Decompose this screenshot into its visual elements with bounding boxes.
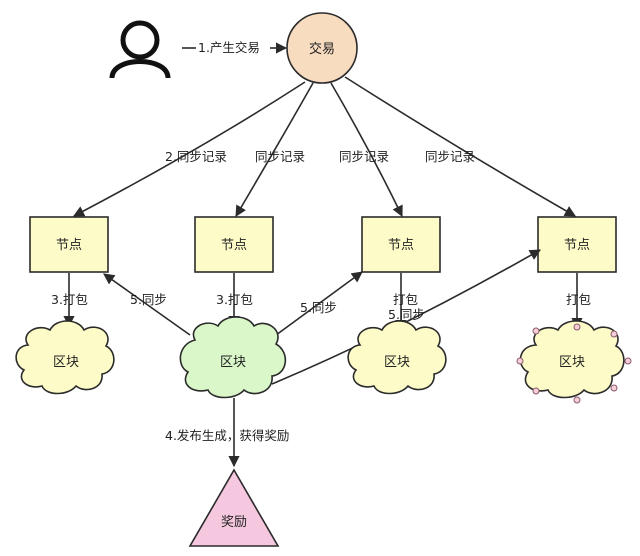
- node-box-3: 节点: [361, 216, 441, 273]
- edge-sync-record-1: 2.同步记录: [73, 81, 306, 217]
- node-2-label: 节点: [221, 238, 247, 253]
- edge-sync-record-2: 同步记录: [235, 82, 314, 217]
- edge-sync-record-4: 同步记录: [344, 76, 576, 217]
- node-box-2: 节点: [194, 216, 274, 273]
- selection-handle: [610, 384, 618, 392]
- selection-handles: [516, 323, 632, 404]
- edge-label-sync-record-2: 同步记录: [255, 149, 305, 164]
- selection-handle: [573, 396, 581, 404]
- edge-publish-reward: 4.发布生成，获得奖励: [165, 398, 289, 468]
- edge-label-sync-record-1: 2.同步记录: [165, 149, 227, 164]
- edge-label-pack-2: 3.打包: [216, 292, 253, 307]
- node-3-label: 节点: [388, 238, 414, 253]
- edge-produce-transaction: 1.产生交易: [182, 40, 288, 55]
- block-1-label: 区块: [53, 355, 79, 370]
- edge-label-pack-4: 打包: [566, 292, 591, 307]
- selection-handle: [624, 357, 632, 365]
- edge-label-sync-record-3: 同步记录: [339, 149, 389, 164]
- node-box-1: 节点: [29, 216, 109, 273]
- block-4-label: 区块: [559, 355, 585, 370]
- block-cloud-winner: 区块: [179, 316, 287, 399]
- edge-label-sync-right: 5.同步: [388, 307, 425, 322]
- edge-label-produce: 1.产生交易: [198, 40, 260, 55]
- edge-label-sync-middle: 5.同步: [300, 300, 337, 315]
- transaction-node: 交易: [286, 12, 358, 84]
- edge-sync-record-3: 同步记录: [330, 82, 403, 218]
- edge-label-sync-left: 5.同步: [130, 292, 167, 307]
- transaction-label: 交易: [309, 41, 335, 57]
- edge-label-publish: 4.发布生成，获得奖励: [165, 428, 289, 443]
- reward-node: 奖励: [188, 468, 280, 547]
- selection-handle: [532, 387, 540, 395]
- edge-pack-4: 打包: [566, 273, 591, 330]
- reward-label: 奖励: [221, 515, 247, 530]
- edge-label-pack-1: 3.打包: [51, 292, 88, 307]
- node-box-4: 节点: [537, 216, 617, 273]
- edge-sync-left: 5.同步: [103, 273, 191, 336]
- block-cloud-3: 区块: [347, 320, 447, 395]
- edge-pack-1: 3.打包: [51, 273, 88, 328]
- edge-sync-middle: 5.同步: [271, 271, 363, 339]
- selection-handle: [532, 327, 540, 335]
- selection-handle: [610, 330, 618, 338]
- block-cloud-1: 区块: [15, 320, 115, 395]
- user-icon: [109, 20, 171, 79]
- edge-label-sync-record-4: 同步记录: [425, 149, 475, 164]
- selection-handle: [516, 357, 524, 365]
- reward-triangle: [188, 468, 280, 547]
- selection-handle: [573, 323, 581, 331]
- block-winner-label: 区块: [220, 355, 246, 370]
- transaction-circle: [286, 12, 358, 84]
- node-1-label: 节点: [56, 238, 82, 253]
- edge-label-pack-3: 打包: [393, 292, 418, 307]
- node-4-label: 节点: [564, 238, 590, 253]
- block-cloud-4: 区块: [516, 320, 632, 404]
- block-3-label: 区块: [384, 355, 410, 370]
